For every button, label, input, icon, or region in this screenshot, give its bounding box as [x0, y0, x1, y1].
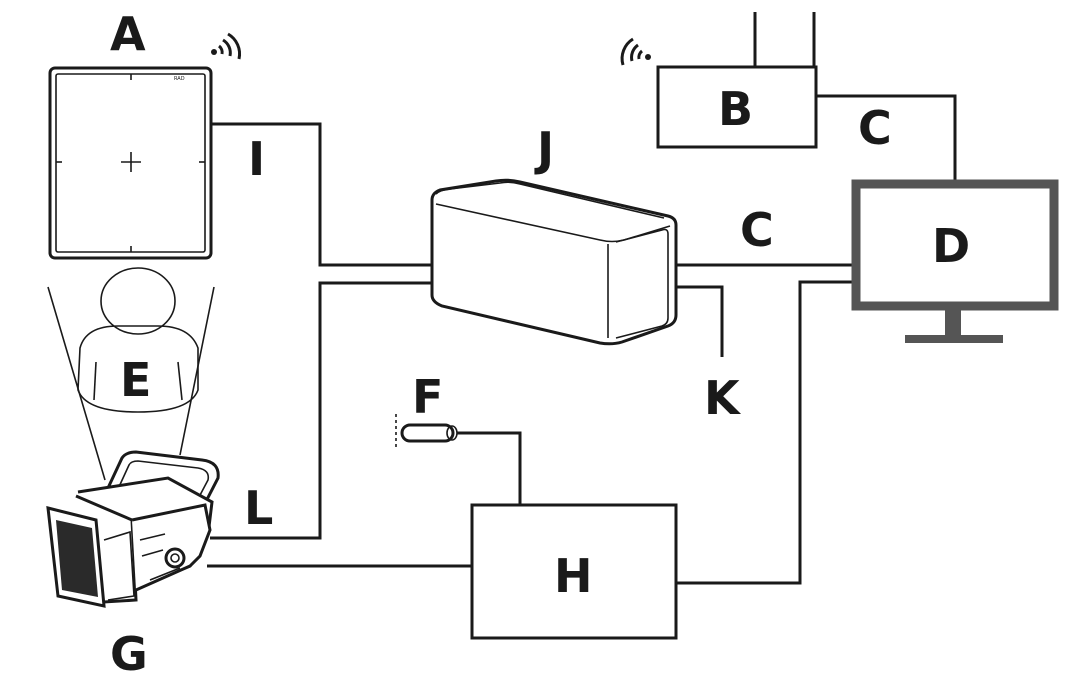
connector-l: [210, 281, 432, 540]
connector-c-upper: [816, 94, 957, 181]
label-h: H: [554, 549, 593, 603]
connector-f-h: [457, 431, 522, 505]
detector-badge: RAD: [174, 76, 185, 82]
patient-figure: [47, 267, 215, 481]
label-c-lower: C: [740, 203, 774, 257]
labels: A B C C D E F G H I J K L: [110, 7, 970, 679]
router-box: [656, 65, 818, 149]
flat-panel-detector: RAD: [48, 66, 213, 260]
label-c-upper: C: [858, 101, 892, 155]
label-j: J: [534, 122, 554, 176]
label-k: K: [704, 371, 742, 425]
label-i: I: [248, 132, 265, 186]
connections: [207, 12, 957, 585]
label-b: B: [718, 82, 753, 136]
connector-i: [212, 122, 432, 267]
router-wifi-icon: [620, 37, 651, 66]
connector-h-d: [676, 280, 852, 585]
label-g: G: [110, 627, 148, 679]
wifi-icon: [211, 32, 242, 60]
label-l: L: [244, 481, 273, 535]
label-e: E: [120, 353, 151, 407]
connector-k: [676, 285, 724, 357]
hub-box: [430, 178, 678, 346]
monitor: [851, 179, 1059, 343]
exposure-handswitch: [395, 414, 458, 448]
xray-unit: [46, 450, 220, 608]
label-a: A: [110, 7, 146, 61]
generator-box: [470, 503, 678, 640]
label-f: F: [412, 370, 443, 424]
label-d: D: [932, 219, 970, 273]
